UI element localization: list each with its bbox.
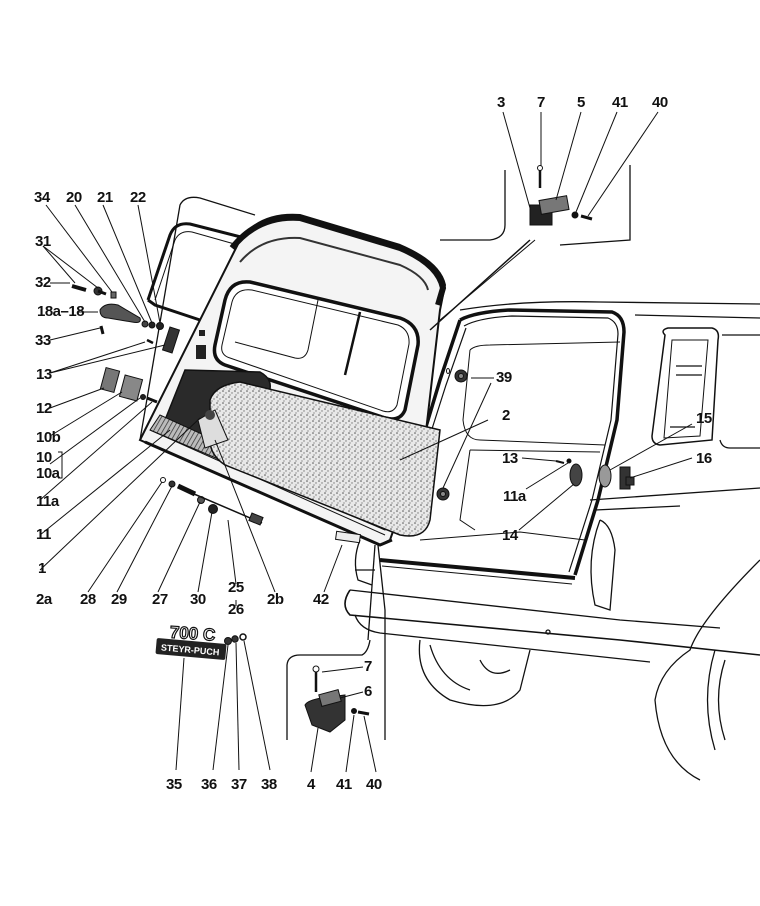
emblem-model-text: 700 C — [169, 623, 216, 645]
callout-10b: 10b — [36, 429, 61, 446]
callout-42: 42 — [313, 591, 329, 608]
callout-40-top: 40 — [652, 94, 668, 111]
callout-13-right: 13 — [502, 450, 518, 467]
callout-2: 2 — [502, 407, 510, 424]
callout-3: 3 — [497, 94, 505, 111]
callout-2a: 2a — [36, 591, 52, 608]
callout-10: 10 — [36, 449, 52, 466]
callout-5: 5 — [577, 94, 585, 111]
callout-28: 28 — [80, 591, 96, 608]
callout-26: 26 — [228, 601, 244, 618]
callout-37: 37 — [231, 776, 247, 793]
callout-41-bottom: 41 — [336, 776, 352, 793]
callout-27: 27 — [152, 591, 168, 608]
callout-11a-right: 11a — [503, 488, 526, 505]
callout-2b: 2b — [267, 591, 284, 608]
callout-20: 20 — [66, 189, 82, 206]
callout-38: 38 — [261, 776, 277, 793]
callout-35: 35 — [166, 776, 182, 793]
callout-36: 36 — [201, 776, 217, 793]
lower-hinge-assembly — [286, 544, 386, 740]
small-parts-left — [71, 284, 362, 544]
leader-lines — [39, 111, 693, 773]
callout-15: 15 — [696, 410, 712, 427]
callout-32: 32 — [35, 274, 51, 291]
door-opening-frame — [379, 308, 626, 585]
door-panel — [138, 196, 447, 547]
vehicle-body — [344, 301, 760, 781]
callout-1: 1 — [38, 560, 46, 577]
callout-39: 39 — [496, 369, 512, 386]
emblem-badge: 700 C STEYR-PUCH — [155, 622, 247, 660]
callout-31: 31 — [35, 233, 51, 250]
callout-11: 11 — [36, 526, 51, 543]
callout-14: 14 — [502, 527, 518, 544]
callout-33: 33 — [35, 332, 51, 349]
callout-4: 4 — [307, 776, 315, 793]
callout-13-left: 13 — [36, 366, 52, 383]
upper-hinge-assembly — [429, 165, 631, 331]
callout-7-bottom: 7 — [364, 658, 372, 675]
callout-29: 29 — [111, 591, 127, 608]
callout-21: 21 — [97, 189, 113, 206]
callout-7-top: 7 — [537, 94, 545, 111]
callout-34: 34 — [34, 189, 50, 206]
callout-6: 6 — [364, 683, 372, 700]
callout-30: 30 — [190, 591, 206, 608]
callout-11a-left: 11a — [36, 493, 59, 510]
callout-10a: 10a — [36, 465, 60, 482]
callout-41-top: 41 — [612, 94, 628, 111]
callout-22: 22 — [130, 189, 146, 206]
callout-12: 12 — [36, 400, 52, 417]
callout-18a-18: 18a–18 — [37, 303, 85, 320]
callout-16: 16 — [696, 450, 712, 467]
callout-40-bottom: 40 — [366, 776, 382, 793]
small-parts-right — [436, 368, 635, 501]
callout-25: 25 — [228, 579, 244, 596]
